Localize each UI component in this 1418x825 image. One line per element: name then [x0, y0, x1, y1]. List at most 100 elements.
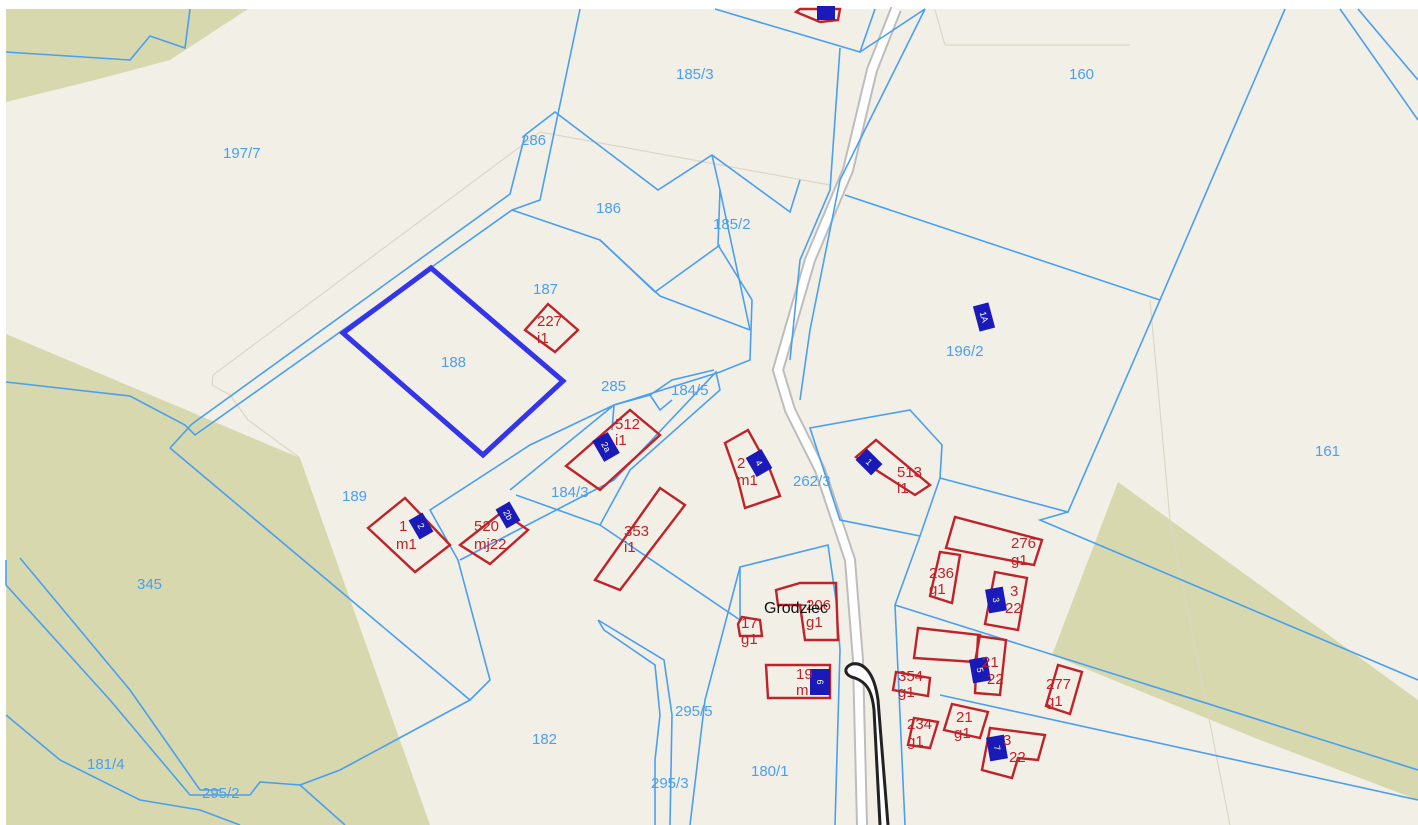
building-number-label: 513 — [897, 464, 922, 481]
building-outline — [593, 486, 687, 592]
address-marker: 6 — [810, 669, 830, 695]
building-outline — [366, 496, 452, 574]
building-outline — [942, 702, 990, 740]
building-number-label: 354 — [898, 668, 923, 685]
address-marker: 2 — [408, 512, 434, 540]
parcel-label: 262/3 — [793, 473, 831, 490]
address-marker: 2b — [495, 501, 521, 529]
building-number-label: 1 — [399, 518, 407, 535]
building-usage-label: mj22 — [474, 536, 507, 553]
building-usage-label: g1 — [954, 725, 971, 742]
building-number-label: 276 — [1011, 535, 1036, 552]
parcel-label: 196/2 — [946, 343, 984, 360]
building-usage-label: m1 — [737, 472, 758, 489]
building-number-label: 353 — [624, 523, 649, 540]
building-number-label: 512 — [615, 416, 640, 433]
building-number-label: 21 — [956, 709, 973, 726]
parcel-label: 345 — [137, 576, 162, 593]
building-number-label: 17 — [741, 615, 758, 632]
building-number-label: 520 — [474, 518, 499, 535]
parcel-label: 181/4 — [87, 756, 125, 773]
address-marker: 1A — [972, 302, 996, 332]
building-outline — [764, 663, 832, 700]
building-usage-label: 22 — [1009, 749, 1026, 766]
address-label: 3 — [991, 597, 1002, 604]
selected-parcel-188[interactable] — [339, 264, 567, 459]
parcel-label: 185/2 — [713, 216, 751, 233]
address-marker: 3 — [985, 586, 1007, 614]
building-usage-label: m1 — [396, 536, 417, 553]
parcel-label: 185/3 — [676, 66, 714, 83]
address-markers: 1A 2a 4 1 2 2b 3 6 5 7 — [408, 6, 1008, 762]
building-usage-label: 22 — [987, 671, 1004, 688]
parcel-boundaries — [5, 8, 1418, 825]
address-marker: 5 — [969, 656, 991, 684]
building-usage-label: g1 — [929, 581, 946, 598]
address-marker: 1 — [855, 448, 883, 476]
building-number-label: 3 — [1003, 732, 1011, 749]
building-outline — [912, 626, 982, 664]
building-usage-label: i1 — [615, 432, 627, 449]
address-label: 2a — [599, 440, 613, 454]
address-label: 5 — [975, 667, 986, 674]
building-usage-label: 22 — [1005, 600, 1022, 617]
address-marker: 7 — [986, 734, 1008, 762]
parcel-label: 161 — [1315, 443, 1340, 460]
parcel-label: 186 — [596, 200, 621, 217]
address-label: 2b — [501, 508, 515, 522]
building-outline — [1044, 663, 1084, 716]
building-usage-label: i1 — [897, 480, 909, 497]
building-usage-label: i1 — [624, 539, 636, 556]
parcel-label: 295/2 — [202, 785, 240, 802]
parcel-labels: 185/3 160 197/7 286 186 185/2 187 188 19… — [87, 66, 1340, 802]
building-number-label: 3 — [1010, 583, 1018, 600]
building-outline — [564, 408, 662, 492]
building-number-label: 206 — [806, 597, 831, 614]
building-number-label: 277 — [1046, 676, 1071, 693]
place-name-label: Grodziec — [764, 600, 828, 617]
parcel-label: 286 — [521, 132, 546, 149]
building-outline — [928, 550, 962, 605]
building-outline — [906, 716, 940, 750]
address-marker: 2a — [592, 432, 620, 462]
building-usage-label: g1 — [1046, 693, 1063, 710]
address-marker — [817, 6, 835, 20]
building-outline — [853, 438, 933, 497]
road — [771, 6, 902, 825]
address-label: 2 — [415, 521, 426, 530]
building-number-label: 234 — [907, 716, 932, 733]
parcel-label: 285 — [601, 378, 626, 395]
parcel-label: 188 — [441, 354, 466, 371]
building-number-label: 2 — [737, 455, 745, 472]
address-label: 1A — [978, 310, 991, 323]
building-usage-label: g1 — [1011, 552, 1028, 569]
building-usage-label: m — [796, 682, 809, 699]
building-number-label: 19 — [796, 666, 813, 683]
faint-boundary-lines — [211, 9, 1231, 825]
building-number-label: 227 — [537, 313, 562, 330]
parcel-label: 295/3 — [651, 775, 689, 792]
building-usage-label: g1 — [741, 631, 758, 648]
forest-area-right — [1052, 482, 1418, 800]
address-label: 1 — [864, 457, 875, 468]
building-number-label: 21 — [982, 654, 999, 671]
address-label: 6 — [815, 679, 825, 684]
parcel-label: 197/7 — [223, 145, 261, 162]
parcel-label: 160 — [1069, 66, 1094, 83]
parcel-label: 184/3 — [551, 484, 589, 501]
parcel-label: 187 — [533, 281, 558, 298]
building-outline — [793, 7, 842, 24]
building-number-label: 236 — [929, 565, 954, 582]
building-outline — [980, 726, 1047, 780]
road-dark-outline — [844, 662, 890, 825]
address-marker: 4 — [745, 448, 773, 478]
building-outline — [523, 302, 580, 354]
address-label: 4 — [753, 458, 764, 467]
building-outline — [723, 428, 782, 510]
building-outline — [944, 515, 1044, 567]
parcel-label: 295/5 — [675, 703, 713, 720]
parcel-label: 184/5 — [671, 382, 709, 399]
building-outline — [774, 581, 840, 642]
